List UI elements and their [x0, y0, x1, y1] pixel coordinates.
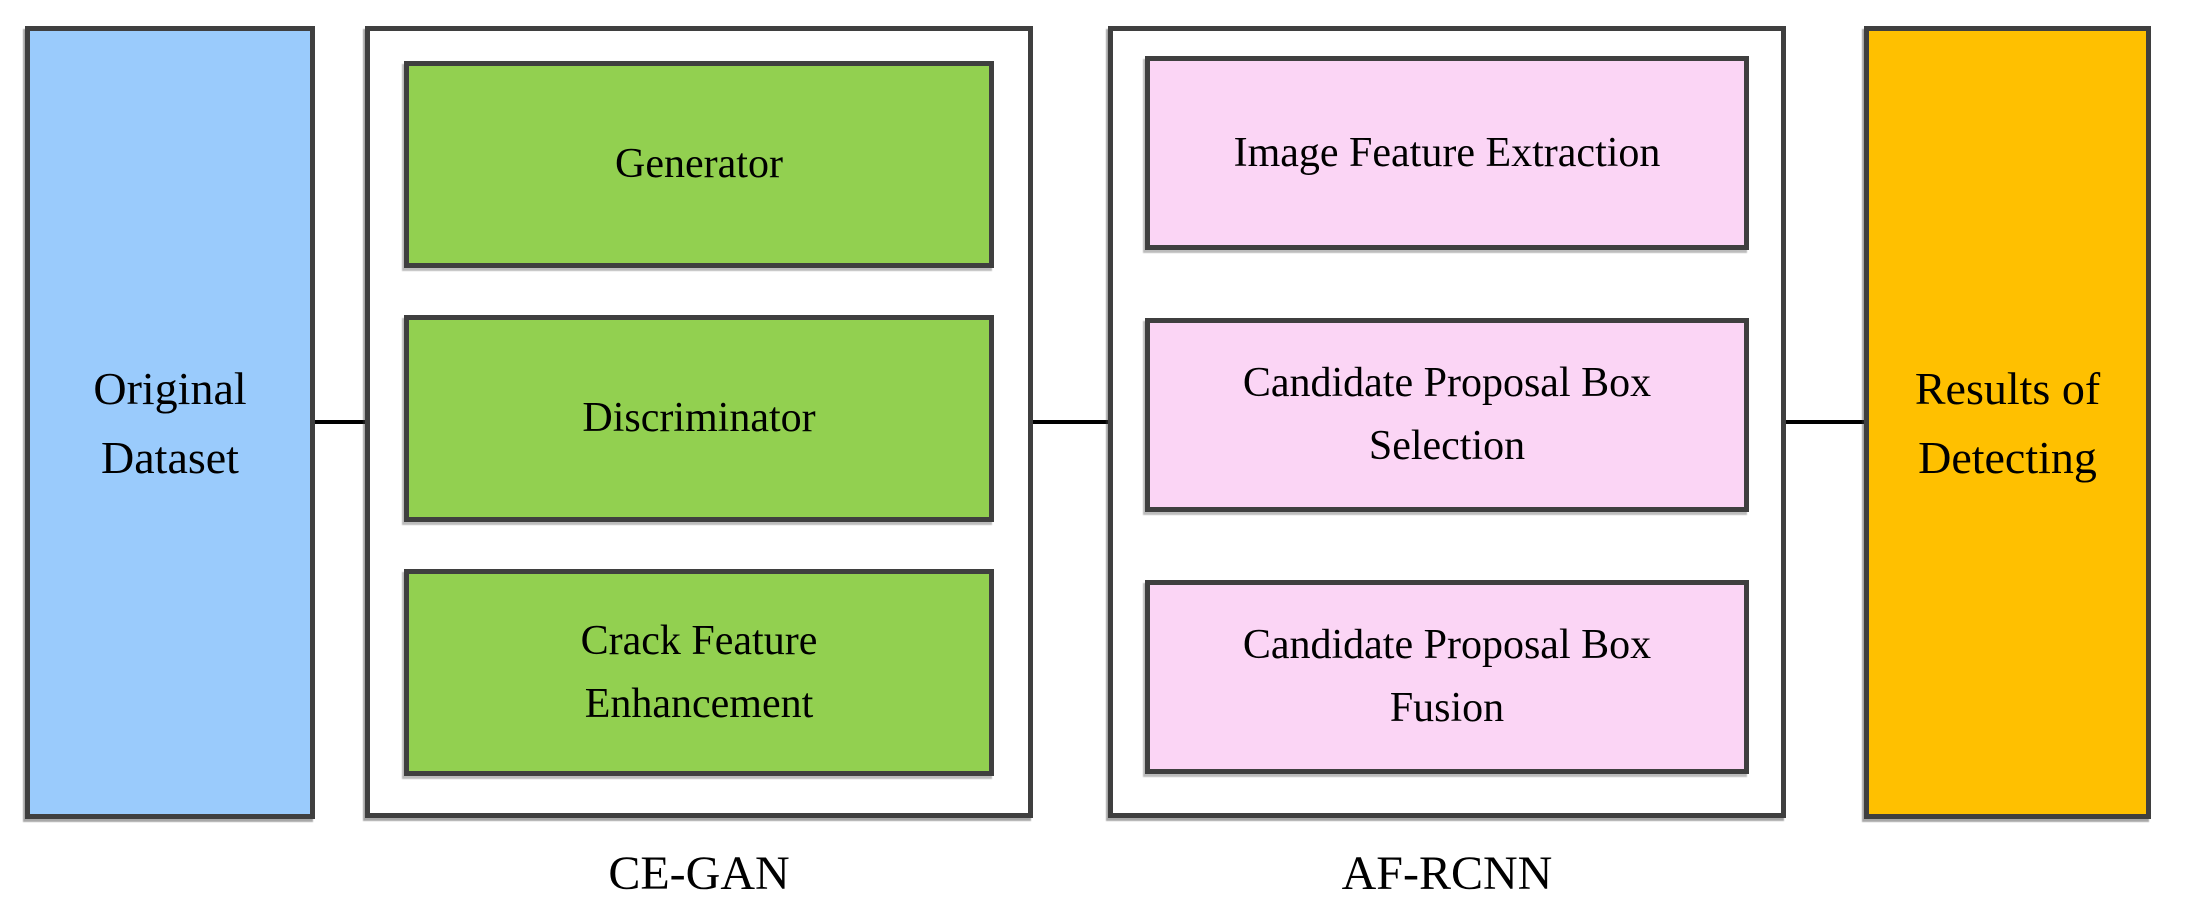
- connector-line-cegan-to-afrcnn: [1028, 420, 1113, 424]
- connector-line-afrcnn-to-results: [1781, 420, 1869, 424]
- box-generator: Generator: [404, 61, 994, 268]
- caption-af-rcnn: AF-RCNN: [1341, 847, 1553, 900]
- box-candidate-proposal-box-fusion: Candidate Proposal Box Fusion: [1145, 580, 1749, 774]
- box-discriminator: Discriminator: [404, 315, 994, 522]
- node-results-of-detecting-label: Results of Detecting: [1914, 362, 2101, 483]
- box-candidate-proposal-box-selection: Candidate Proposal Box Selection: [1145, 318, 1749, 512]
- box-image-feature-extraction-label: Image Feature Extraction: [1233, 129, 1661, 176]
- node-results-of-detecting: Results of Detecting: [1864, 26, 2151, 819]
- node-original-dataset-label: Original Dataset: [93, 362, 247, 483]
- box-crack-feature-enhancement-label: Crack Feature Enhancement: [580, 617, 818, 727]
- group-ce-gan: Generator Discriminator Crack Feature En…: [365, 26, 1033, 818]
- group-af-rcnn: Image Feature Extraction Candidate Propo…: [1108, 26, 1786, 818]
- connector-line-dataset-to-cegan: [310, 420, 370, 424]
- box-candidate-proposal-box-fusion-label: Candidate Proposal Box Fusion: [1242, 622, 1652, 731]
- box-generator-label: Generator: [615, 141, 783, 187]
- box-image-feature-extraction: Image Feature Extraction: [1145, 56, 1749, 250]
- caption-ce-gan: CE-GAN: [608, 847, 790, 900]
- box-candidate-proposal-box-selection-label: Candidate Proposal Box Selection: [1242, 360, 1652, 469]
- box-crack-feature-enhancement: Crack Feature Enhancement: [404, 569, 994, 776]
- node-original-dataset: Original Dataset: [25, 26, 315, 819]
- box-discriminator-label: Discriminator: [582, 395, 816, 441]
